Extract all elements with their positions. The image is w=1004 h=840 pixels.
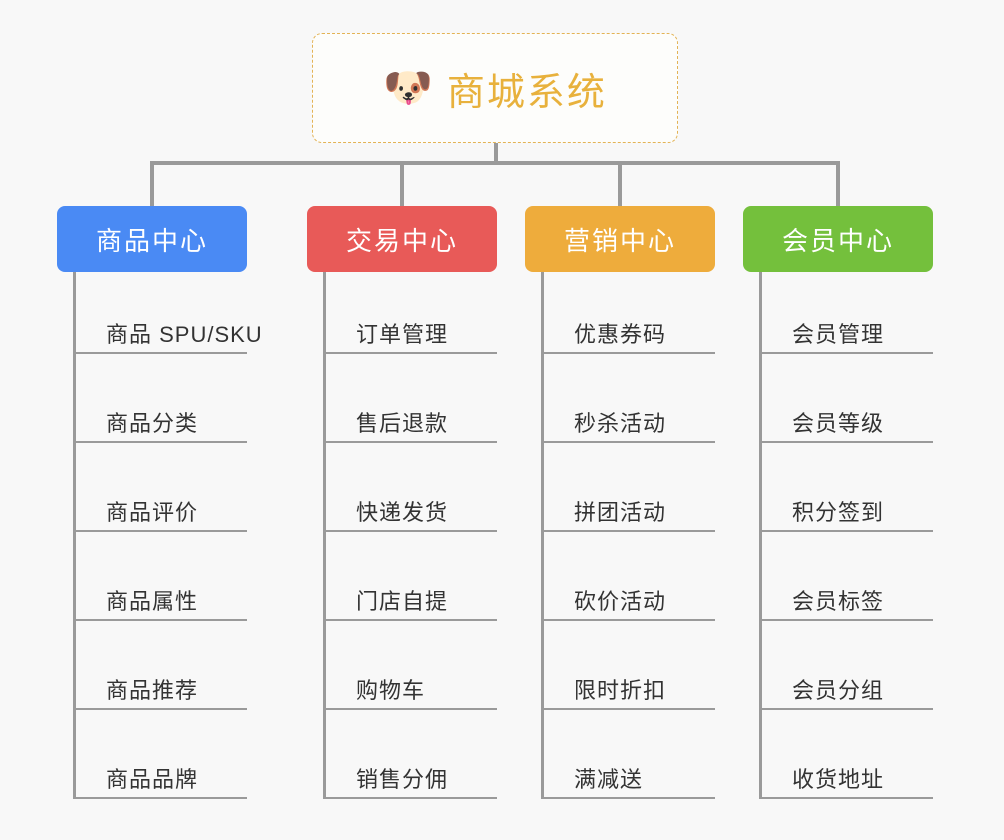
list-item[interactable]: 会员管理 (762, 272, 933, 354)
leaf-label: 快递发货 (356, 499, 449, 525)
leaf-label: 销售分佣 (356, 766, 449, 792)
leaf-label: 会员等级 (792, 410, 885, 436)
category-box-1[interactable]: 商品中心 (57, 206, 247, 272)
category-label-2: 交易中心 (345, 225, 458, 256)
list-item[interactable]: 砍价活动 (544, 532, 715, 621)
connector-drop-4 (836, 161, 840, 206)
branch-column-4: 会员中心 会员管理 会员等级 积分签到 会员标签 会员分组 收货地址 (743, 206, 933, 799)
list-item[interactable]: 积分签到 (762, 443, 933, 532)
list-item[interactable]: 收货地址 (762, 710, 933, 799)
list-item[interactable]: 会员等级 (762, 354, 933, 443)
leaf-label: 限时折扣 (574, 677, 667, 703)
list-item[interactable]: 商品 SPU/SKU (76, 272, 262, 354)
leaf-label: 售后退款 (356, 410, 449, 436)
leaf-label: 门店自提 (356, 588, 449, 614)
connector-drop-3 (618, 161, 622, 206)
list-item[interactable]: 售后退款 (326, 354, 497, 443)
leaf-label: 满减送 (574, 766, 644, 792)
list-item[interactable]: 商品属性 (76, 532, 247, 621)
list-item[interactable]: 快递发货 (326, 443, 497, 532)
leaf-list-3: 优惠券码 秒杀活动 拼团活动 砍价活动 限时折扣 满减送 (541, 272, 715, 799)
leaf-label: 商品属性 (106, 588, 199, 614)
leaf-label: 商品 SPU/SKU (106, 321, 263, 347)
category-label-1: 商品中心 (95, 225, 208, 256)
list-item[interactable]: 会员分组 (762, 621, 933, 710)
leaf-list-4: 会员管理 会员等级 积分签到 会员标签 会员分组 收货地址 (759, 272, 933, 799)
leaf-label: 优惠券码 (574, 321, 667, 347)
connector-drop-1 (150, 161, 154, 206)
leaf-label: 商品评价 (106, 499, 199, 525)
category-box-3[interactable]: 营销中心 (525, 206, 715, 272)
list-item[interactable]: 订单管理 (326, 272, 497, 354)
list-item[interactable]: 满减送 (544, 710, 715, 799)
list-item[interactable]: 商品分类 (76, 354, 247, 443)
leaf-label: 会员管理 (792, 321, 885, 347)
leaf-label: 收货地址 (792, 766, 885, 792)
branch-column-1: 商品中心 商品 SPU/SKU 商品分类 商品评价 商品属性 商品推荐 商品品牌 (57, 206, 262, 799)
branch-column-2: 交易中心 订单管理 售后退款 快递发货 门店自提 购物车 销售分佣 (307, 206, 497, 799)
connector-drop-2 (400, 161, 404, 206)
list-item[interactable]: 门店自提 (326, 532, 497, 621)
category-label-3: 营销中心 (563, 225, 676, 256)
category-label-4: 会员中心 (781, 225, 894, 256)
list-item[interactable]: 商品品牌 (76, 710, 247, 799)
leaf-list-2: 订单管理 售后退款 快递发货 门店自提 购物车 销售分佣 (323, 272, 497, 799)
list-item[interactable]: 拼团活动 (544, 443, 715, 532)
root-node-mall-system[interactable]: 🐶 商城系统 (312, 33, 678, 143)
leaf-list-1: 商品 SPU/SKU 商品分类 商品评价 商品属性 商品推荐 商品品牌 (73, 272, 262, 799)
leaf-label: 会员分组 (792, 677, 885, 703)
list-item[interactable]: 限时折扣 (544, 621, 715, 710)
list-item[interactable]: 秒杀活动 (544, 354, 715, 443)
category-box-4[interactable]: 会员中心 (743, 206, 933, 272)
leaf-label: 会员标签 (792, 588, 885, 614)
connector-root-stem (494, 143, 498, 163)
leaf-label: 订单管理 (356, 321, 449, 347)
category-box-2[interactable]: 交易中心 (307, 206, 497, 272)
root-node-title: 商城系统 (446, 71, 607, 114)
leaf-label: 砍价活动 (574, 588, 667, 614)
list-item[interactable]: 商品推荐 (76, 621, 247, 710)
branch-column-3: 营销中心 优惠券码 秒杀活动 拼团活动 砍价活动 限时折扣 满减送 (525, 206, 715, 799)
list-item[interactable]: 商品评价 (76, 443, 247, 532)
leaf-label: 购物车 (356, 677, 426, 703)
leaf-label: 商品推荐 (106, 677, 199, 703)
list-item[interactable]: 会员标签 (762, 532, 933, 621)
list-item[interactable]: 购物车 (326, 621, 497, 710)
leaf-label: 拼团活动 (574, 499, 667, 525)
leaf-label: 商品品牌 (106, 766, 199, 792)
leaf-label: 积分签到 (792, 499, 885, 525)
list-item[interactable]: 销售分佣 (326, 710, 497, 799)
list-item[interactable]: 优惠券码 (544, 272, 715, 354)
leaf-label: 秒杀活动 (574, 410, 667, 436)
dog-face-icon: 🐶 (383, 66, 433, 110)
leaf-label: 商品分类 (106, 410, 199, 436)
connector-horizontal-bus (150, 161, 840, 165)
